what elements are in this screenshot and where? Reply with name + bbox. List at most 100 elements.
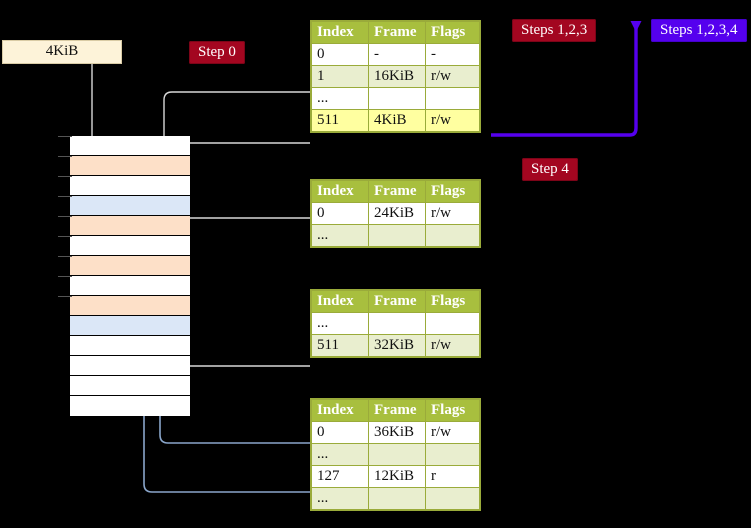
memory-frame[interactable] [70,176,190,196]
column-header-flags: Flags [425,180,480,203]
memory-tick [58,136,72,137]
column-header-frame: Frame [368,180,426,203]
cell-frame [368,443,426,466]
badge-step-0: Step 0 [189,41,245,64]
memory-frame[interactable] [70,396,190,416]
wire-pml4-to-frame [170,142,310,191]
cell-index: 511 [311,334,369,357]
cell-flags [425,487,480,510]
cell-index: 0 [311,202,369,225]
memory-frame[interactable] [70,196,190,216]
cell-frame: - [368,43,426,66]
cell-index: 0 [311,43,369,66]
cell-index: ... [311,487,369,510]
memory-frames [70,136,190,416]
column-header-flags: Flags [425,399,480,422]
table-row[interactable]: ... [311,487,480,510]
cell-index: ... [311,443,369,466]
memory-frame[interactable] [70,376,190,396]
memory-tick [58,296,72,297]
cell-flags [425,224,480,247]
cell-frame [368,87,426,110]
memory-tick [58,216,72,217]
table-row[interactable]: ... [311,312,480,335]
memory-frame[interactable] [70,136,190,156]
memory-frame[interactable] [70,236,190,256]
cell-flags: r/w [425,65,480,88]
memory-frame[interactable] [70,276,190,296]
cell-frame [368,224,426,247]
column-header-frame: Frame [368,399,426,422]
frame-size-label: 4KiB [2,40,122,64]
column-header-frame: Frame [368,21,426,44]
memory-tick [58,176,72,177]
table-row[interactable]: 0-- [311,43,480,66]
column-header-flags: Flags [425,290,480,313]
cell-index: 127 [311,465,369,488]
memory-tick [58,236,72,237]
cell-index: ... [311,87,369,110]
cell-index: 511 [311,109,369,132]
cell-flags: r/w [425,109,480,132]
memory-frame[interactable] [70,296,190,316]
table-row[interactable]: ... [311,224,480,247]
memory-frame[interactable] [70,336,190,356]
cell-frame: 32KiB [368,334,426,357]
cell-frame: 24KiB [368,202,426,225]
cell-flags: r [425,465,480,488]
cell-frame [368,312,426,335]
memory-frame[interactable] [70,316,190,336]
cell-index: 0 [311,421,369,444]
table-row[interactable]: ... [311,87,480,110]
cell-frame [368,487,426,510]
table-row[interactable]: ... [311,443,480,466]
badge-steps-1-2-3-4: Steps 1,2,3,4 [651,19,747,42]
badge-step-4: Step 4 [522,158,578,181]
cell-frame: 16KiB [368,65,426,88]
frame-size-text: 4KiB [45,43,79,59]
cell-index: ... [311,312,369,335]
column-header-index: Index [311,21,369,44]
cell-frame: 36KiB [368,421,426,444]
cell-flags: r/w [425,421,480,444]
memory-tick [58,196,72,197]
memory-tick [58,256,72,257]
cell-index: ... [311,224,369,247]
column-header-flags: Flags [425,21,480,44]
cell-flags: r/w [425,334,480,357]
memory-frame[interactable] [70,156,190,176]
memory-frame[interactable] [70,356,190,376]
memory-tick [58,156,72,157]
column-header-index: Index [311,290,369,313]
wire-pd-to-frame [178,309,310,367]
column-header-frame: Frame [368,290,426,313]
cell-frame: 4KiB [368,109,426,132]
cell-flags [425,443,480,466]
memory-tick [58,276,72,277]
cell-flags [425,312,480,335]
cell-frame: 12KiB [368,465,426,488]
column-header-index: Index [311,180,369,203]
cell-flags: r/w [425,202,480,225]
wire-pdpt-to-frame [178,217,310,259]
badge-steps-1-2-3: Steps 1,2,3 [512,19,597,42]
cell-flags [425,87,480,110]
memory-frame[interactable] [70,216,190,236]
memory-frame[interactable] [70,256,190,276]
cell-flags: - [425,43,480,66]
